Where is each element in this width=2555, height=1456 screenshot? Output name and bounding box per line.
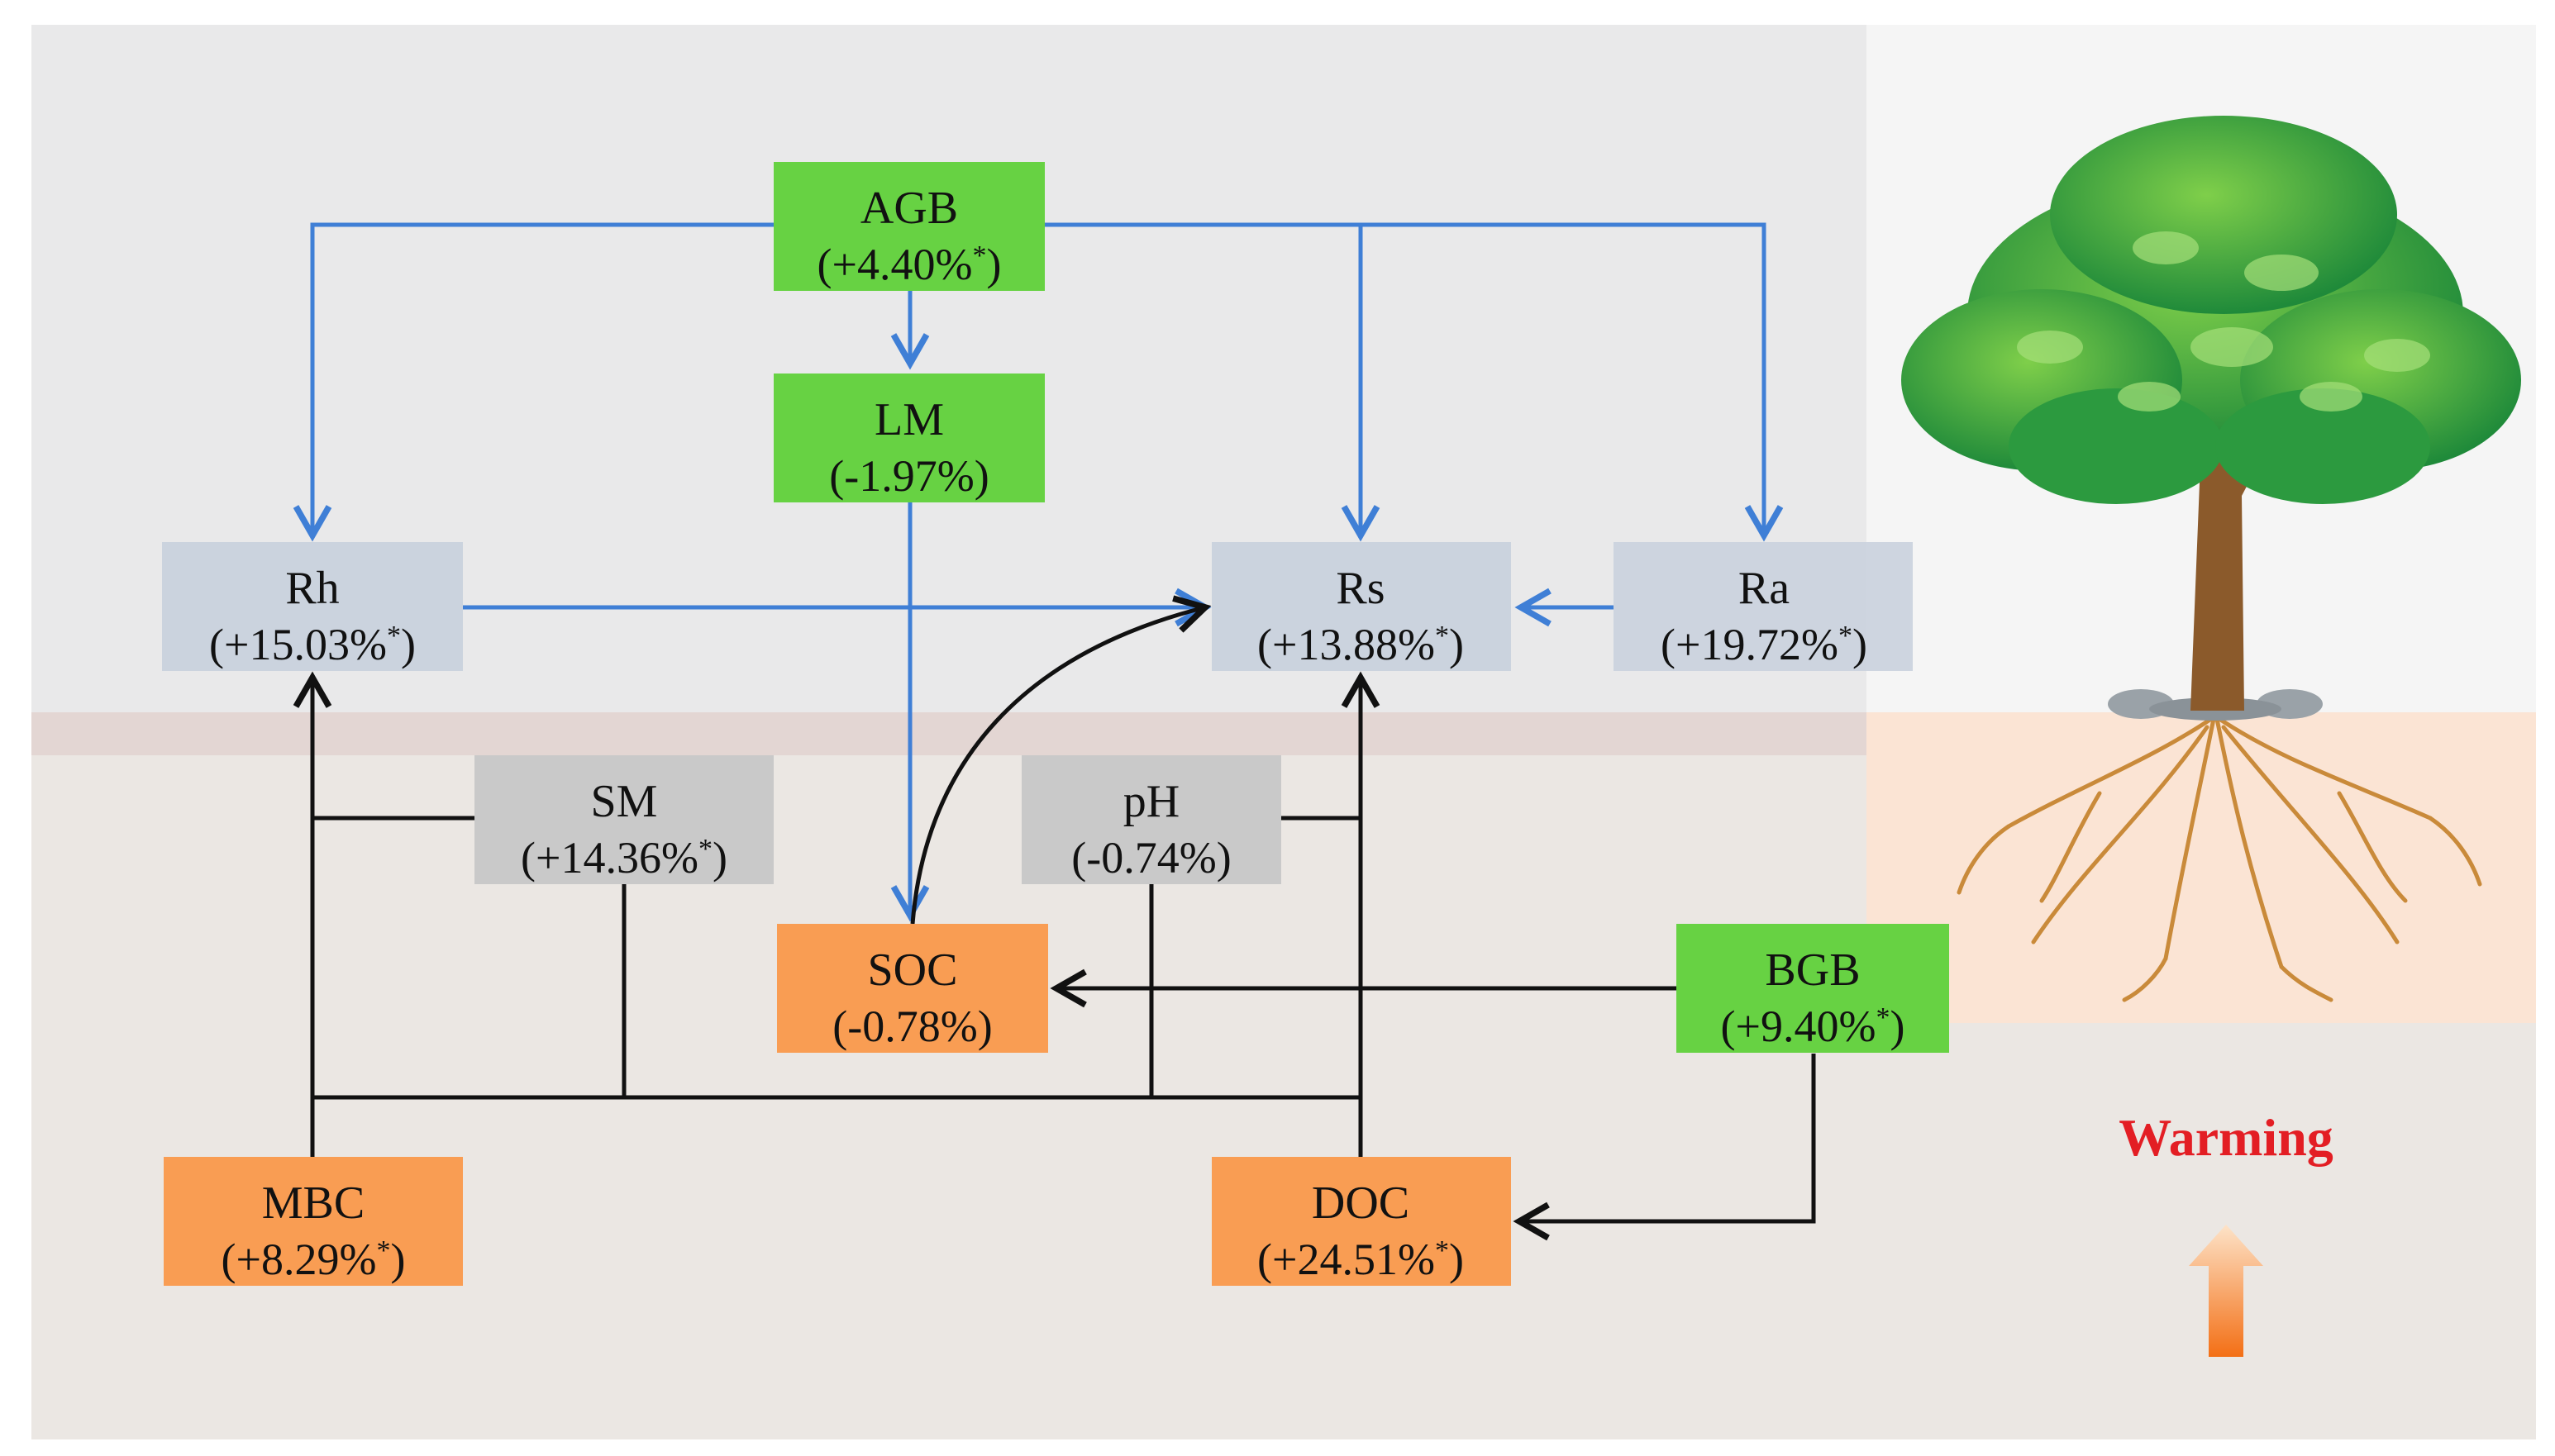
edge-agb-ra <box>1361 222 1784 542</box>
edge-soc-rs-curve <box>910 595 1212 925</box>
node-sm-value: (+14.36%*) <box>521 833 727 883</box>
node-soc-value: (-0.78%) <box>832 1002 992 1051</box>
tree-with-roots-icon <box>1901 116 2521 1002</box>
node-mbc-name: MBC <box>262 1178 365 1229</box>
black-connectors <box>293 595 1816 1241</box>
node-agb: AGB (+4.40%*) <box>774 162 1045 291</box>
node-sm: SM (+14.36%*) <box>474 755 774 884</box>
node-ra-value: (+19.72%*) <box>1661 620 1867 669</box>
node-rs-value: (+13.88%*) <box>1257 620 1464 669</box>
node-bgb-value: (+9.40%*) <box>1721 1002 1905 1051</box>
node-rs-name: Rs <box>1336 563 1385 614</box>
node-ph: pH (-0.74%) <box>1022 755 1281 884</box>
node-doc-name: DOC <box>1312 1178 1409 1229</box>
node-soc-name: SOC <box>868 944 958 996</box>
node-mbc: MBC (+8.29%*) <box>164 1157 463 1286</box>
tree-panel-soil <box>1866 712 2536 1023</box>
edge-bgb-doc <box>1513 1054 1816 1241</box>
node-bgb: BGB (+9.40%*) <box>1676 924 1949 1053</box>
warming-up-arrow-icon <box>2189 1225 2263 1357</box>
node-lm: LM (-1.97%) <box>774 374 1045 502</box>
node-doc-value: (+24.51%*) <box>1257 1235 1464 1284</box>
node-lm-name: LM <box>875 394 944 445</box>
node-soc: SOC (-0.78%) <box>777 924 1048 1053</box>
node-rh: Rh (+15.03%*) <box>162 542 463 671</box>
node-rs: Rs (+13.88%*) <box>1212 542 1511 671</box>
node-ra: Ra (+19.72%*) <box>1614 542 1913 671</box>
node-ph-value: (-0.74%) <box>1071 833 1231 883</box>
node-mbc-value: (+8.29%*) <box>222 1235 406 1284</box>
node-bgb-name: BGB <box>1765 944 1860 996</box>
node-sm-name: SM <box>591 776 658 827</box>
node-agb-value: (+4.40%*) <box>818 240 1002 289</box>
node-ra-name: Ra <box>1738 563 1790 614</box>
node-rh-name: Rh <box>285 563 339 614</box>
warming-label: Warming <box>2119 1108 2333 1167</box>
node-rh-value: (+15.03%*) <box>209 620 416 669</box>
node-lm-value: (-1.97%) <box>829 451 989 501</box>
blue-connectors <box>293 222 1784 922</box>
soil-band <box>31 712 1883 755</box>
node-doc: DOC (+24.51%*) <box>1212 1157 1511 1286</box>
edge-agb-rh <box>293 222 777 542</box>
node-agb-name: AGB <box>860 183 958 234</box>
node-ph-name: pH <box>1123 776 1180 827</box>
